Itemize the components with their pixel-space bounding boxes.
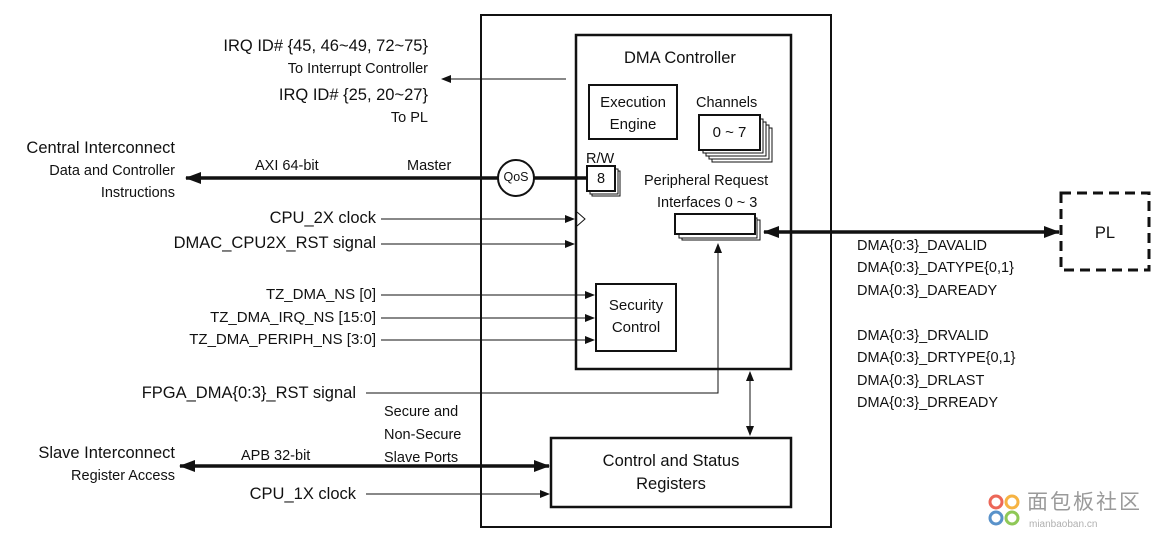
slave-ports-line3: Slave Ports [384, 450, 459, 466]
channels-range: 0 ~ 7 [712, 124, 747, 141]
tz-periph-ns-label: TZ_DMA_PERIPH_NS [3:0] [189, 331, 376, 348]
qos-label: QoS [503, 170, 529, 184]
slave-ports-line1: Secure and [384, 404, 459, 420]
rw-value: 8 [596, 171, 606, 187]
signal-drready: DMA{0:3}_DRREADY [857, 395, 999, 411]
rw-stack [586, 165, 621, 197]
execution-engine-box [588, 84, 678, 140]
security-control-line1: Security [608, 297, 664, 314]
cpu1x-clock-label: CPU_1X clock [249, 485, 356, 503]
dma-controller-box [574, 33, 793, 371]
fpga-rst-label: FPGA_DMA{0:3}_RST signal [141, 384, 356, 402]
slave-interconnect-title: Slave Interconnect [38, 444, 175, 462]
csr-line2: Registers [636, 475, 706, 493]
irq-label-3: IRQ ID# {25, 20~27} [278, 86, 428, 104]
csr-box [549, 436, 793, 509]
cpu2x-clock-label: CPU_2X clock [269, 209, 376, 227]
signal-daready: DMA{0:3}_DAREADY [857, 283, 998, 299]
signal-drtype: DMA{0:3}_DRTYPE{0,1} [857, 350, 1016, 366]
slave-interconnect-sub: Register Access [71, 468, 175, 484]
dma-controller-title: DMA Controller [624, 49, 736, 67]
dmac-rst-label: DMAC_CPU2X_RST signal [173, 234, 376, 252]
csr-line1: Control and Status [602, 452, 740, 470]
signal-drlast: DMA{0:3}_DRLAST [857, 373, 985, 389]
execution-engine-line1: Execution [600, 94, 666, 111]
central-interconnect-sub2: Instructions [100, 185, 175, 201]
signal-datype: DMA{0:3}_DATYPE{0,1} [857, 260, 1014, 276]
clock-input-marker [576, 211, 586, 227]
security-control-box [595, 283, 677, 352]
peripheral-request-line1: Peripheral Request [644, 173, 769, 189]
pl-label: PL [1094, 224, 1116, 242]
fpga-rst-line [366, 243, 722, 394]
execution-engine-line2: Engine [609, 116, 657, 133]
irq-label-2: To Interrupt Controller [287, 61, 428, 77]
peripheral-request-line2: Interfaces 0 ~ 3 [657, 195, 758, 211]
channels-label: Channels [696, 95, 758, 111]
irq-label-1: IRQ ID# {45, 46~49, 72~75} [223, 37, 428, 55]
signal-davalid: DMA{0:3}_DAVALID [857, 238, 988, 254]
central-interconnect-sub1: Data and Controller [49, 163, 175, 179]
tz-ns-label: TZ_DMA_NS [0] [265, 286, 376, 303]
slave-ports-line2: Non-Secure [384, 427, 462, 443]
central-interconnect-title: Central Interconnect [26, 139, 175, 157]
master-label: Master [407, 158, 452, 174]
watermark-url: mianbaoban.cn [1029, 519, 1098, 530]
qos-circle [497, 159, 535, 197]
dmac-outer-box [480, 14, 832, 528]
irq-label-4: To PL [390, 110, 428, 126]
rw-label: R/W [586, 151, 615, 167]
apb-bus-label: APB 32-bit [241, 448, 311, 464]
pl-box [1059, 191, 1151, 272]
watermark-text: 面包板社区 [1027, 491, 1142, 514]
signal-drvalid: DMA{0:3}_DRVALID [857, 328, 989, 344]
axi-bus-label: AXI 64-bit [255, 158, 319, 174]
tz-irq-ns-label: TZ_DMA_IRQ_NS [15:0] [210, 309, 376, 326]
peripheral-interfaces-stack [674, 213, 761, 241]
channels-stack [698, 114, 773, 163]
watermark-logo-icon [988, 494, 1020, 526]
security-control-line2: Control [611, 319, 661, 336]
